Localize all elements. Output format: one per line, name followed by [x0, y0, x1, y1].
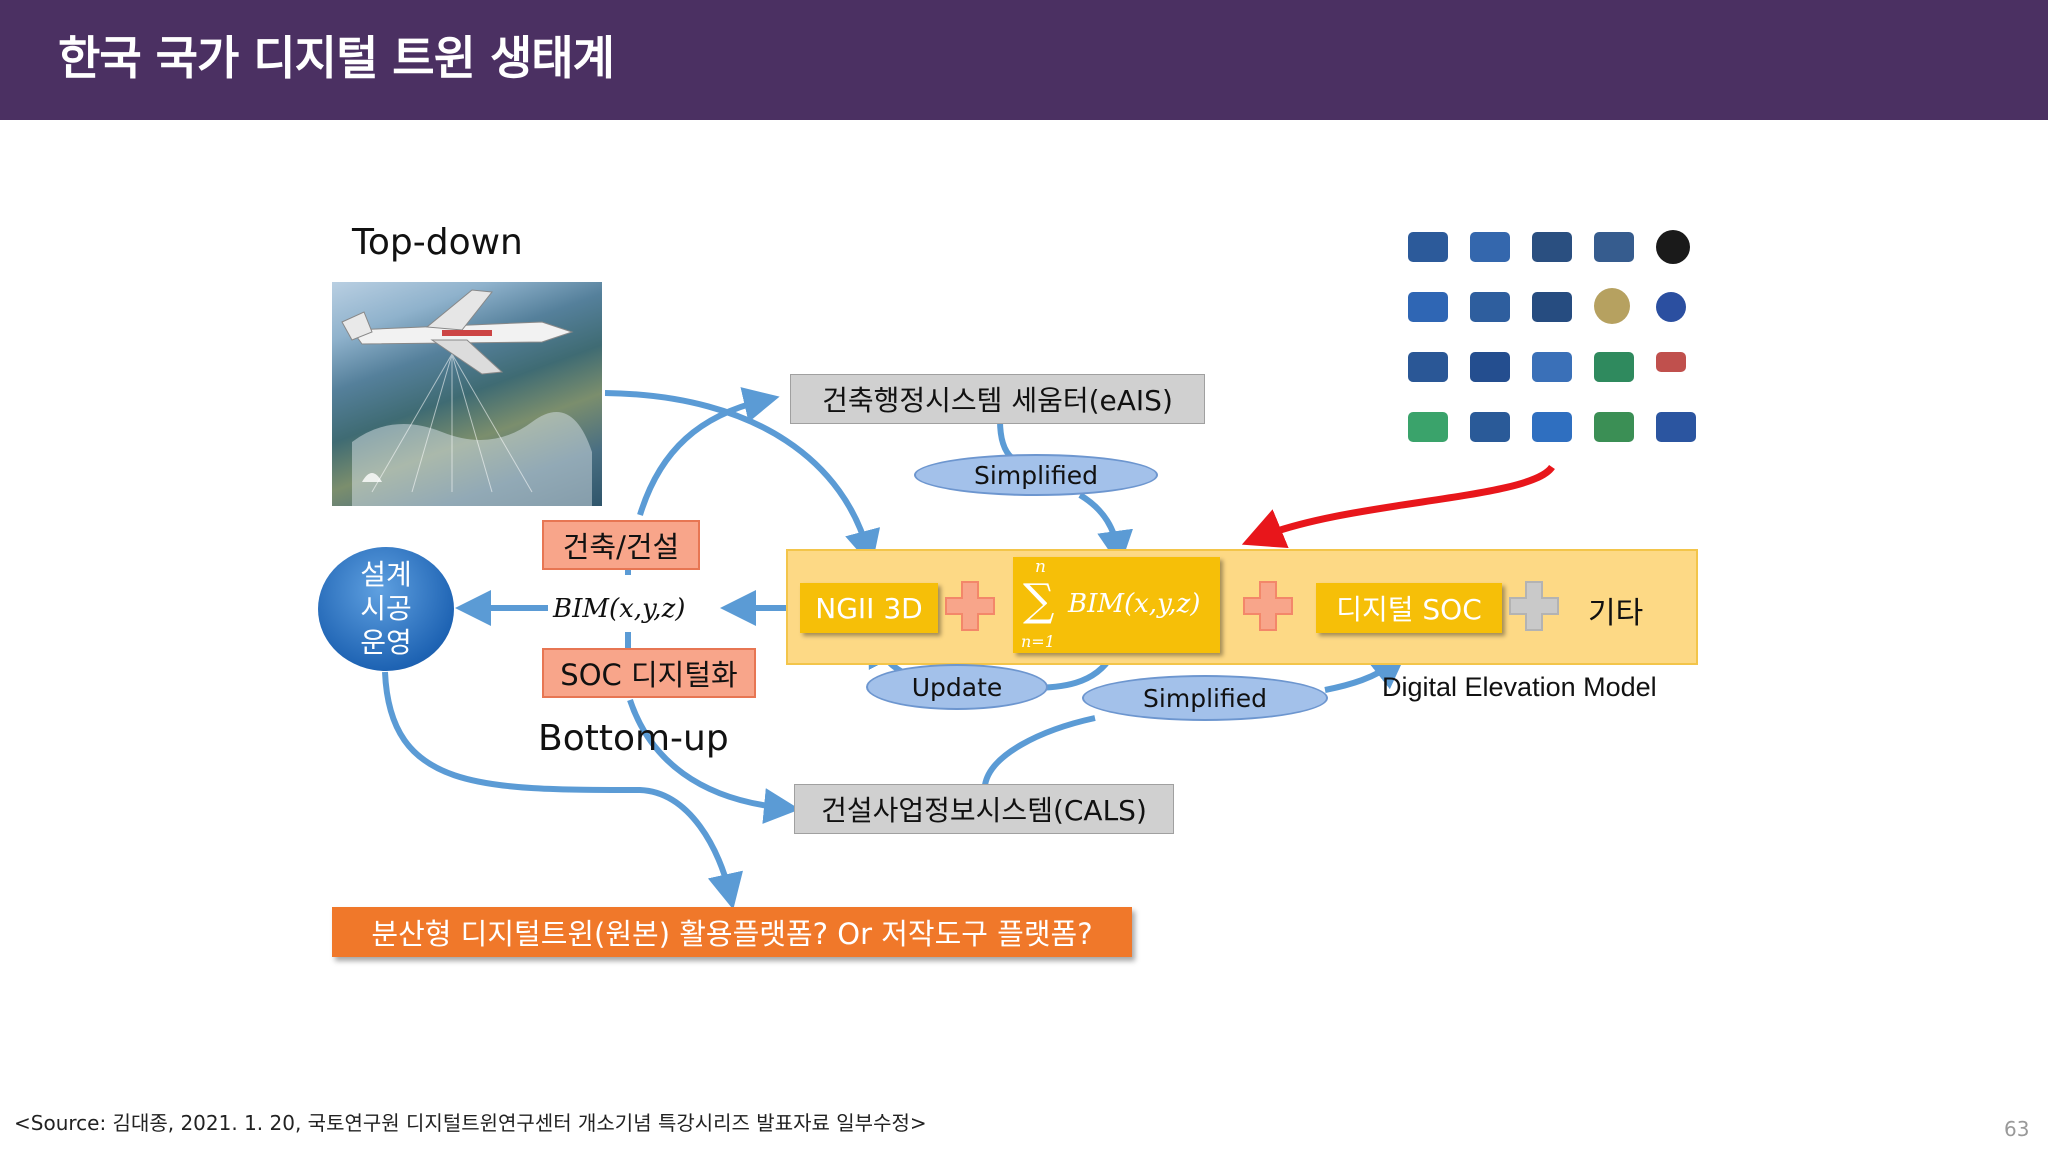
header-bar	[0, 0, 2048, 120]
digital-soc-box: 디지털 SOC	[1316, 583, 1502, 633]
bim-sum-box: n ∑ n=1 BIM(x,y,z)	[1013, 557, 1220, 653]
plus-icon	[1509, 581, 1559, 631]
eais-box: 건축행정시스템 세움터(eAIS)	[790, 374, 1205, 424]
sum-upper-limit: n	[1035, 557, 1046, 577]
bottom-up-label: Bottom-up	[538, 718, 729, 759]
update-oval: Update	[866, 664, 1048, 710]
simplified-oval-bottom: Simplified	[1082, 675, 1328, 721]
arch-construction-box: 건축/건설	[542, 520, 700, 570]
circle-line-1: 설계	[360, 558, 412, 591]
cals-box: 건설사업정보시스템(CALS)	[794, 784, 1174, 834]
simplified-oval-top: Simplified	[914, 454, 1158, 496]
plus-icon	[1243, 581, 1293, 631]
page-number: 63	[2004, 1117, 2030, 1141]
dem-label: Digital Elevation Model	[1382, 672, 1657, 702]
source-footnote: <Source: 김대종, 2021. 1. 20, 국토연구원 디지털트윈연구…	[14, 1111, 927, 1135]
aerial-survey-image	[332, 282, 602, 506]
bim-center-label: BIM(x,y,z)	[553, 594, 686, 624]
soc-digitalization-box: SOC 디지털화	[542, 648, 756, 698]
etc-label: 기타	[1588, 596, 1644, 631]
plus-icon	[945, 581, 995, 631]
platform-box: 분산형 디지털트윈(원본) 활용플랫폼? Or 저작도구 플랫폼?	[332, 907, 1132, 957]
sensor-modules-image	[1400, 222, 1730, 452]
top-down-label: Top-down	[352, 222, 523, 263]
design-construct-operate-circle: 설계 시공 운영	[318, 547, 454, 671]
circle-line-2: 시공	[360, 592, 412, 625]
sum-lower-limit: n=1	[1021, 632, 1055, 651]
page-title: 한국 국가 디지털 트윈 생태계	[58, 31, 615, 85]
ngii-3d-box: NGII 3D	[800, 583, 938, 633]
sum-symbol: ∑	[1023, 575, 1055, 626]
bim-sum-label: BIM(x,y,z)	[1068, 589, 1201, 619]
circle-line-3: 운영	[360, 626, 412, 659]
